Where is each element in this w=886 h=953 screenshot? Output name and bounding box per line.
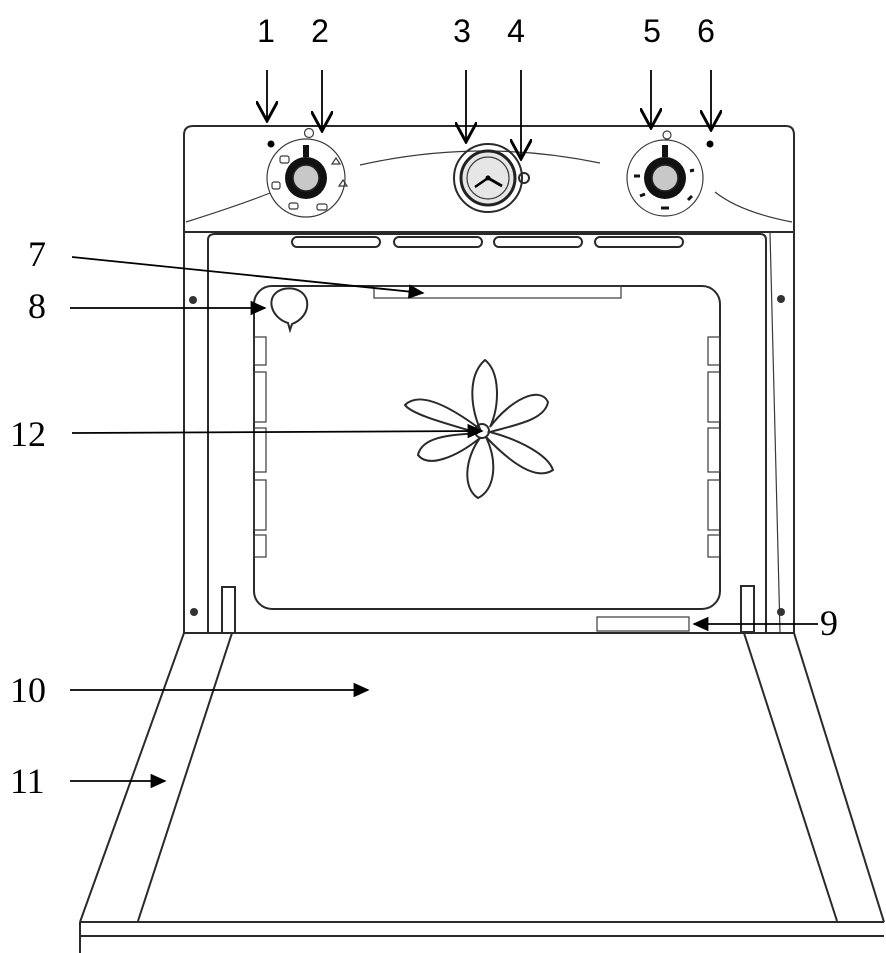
callout-label: 2 <box>311 13 329 49</box>
oven-lamp <box>270 287 309 334</box>
callout-label: 10 <box>10 670 46 710</box>
callout-arrow <box>71 256 425 299</box>
callout-label: 4 <box>507 13 525 49</box>
function-selector-knob[interactable] <box>266 127 349 218</box>
callout-label: 6 <box>697 13 715 49</box>
timer-reset-button[interactable] <box>518 172 530 184</box>
oven-cavity <box>253 285 721 610</box>
thermostat-knob[interactable] <box>626 130 704 217</box>
callout-label: 9 <box>820 603 838 643</box>
callout-label: 11 <box>10 761 45 801</box>
callout-label: 12 <box>10 414 46 454</box>
door-hinges <box>221 585 755 634</box>
callout-arrow <box>71 423 484 439</box>
callout-label: 3 <box>453 13 471 49</box>
shelf-runners-right <box>707 336 721 558</box>
power-indicator-light <box>267 140 275 148</box>
top-grill-element <box>373 285 622 299</box>
callout-label: 5 <box>643 13 661 49</box>
callout-label: 8 <box>28 286 46 326</box>
thermostat-indicator-light <box>706 140 714 148</box>
oven-door[interactable] <box>79 632 885 953</box>
shelf-runners-left <box>253 336 267 558</box>
convection-fan <box>403 358 555 500</box>
callout-label: 7 <box>28 234 46 274</box>
timer-clock[interactable] <box>453 143 523 213</box>
callout-label: 1 <box>257 13 275 49</box>
rating-plate <box>596 616 690 632</box>
callouts-side: 7 8 9 10 11 12 <box>10 234 838 801</box>
callouts-top: 1 2 3 4 5 6 <box>257 13 715 159</box>
air-vents <box>291 236 684 248</box>
